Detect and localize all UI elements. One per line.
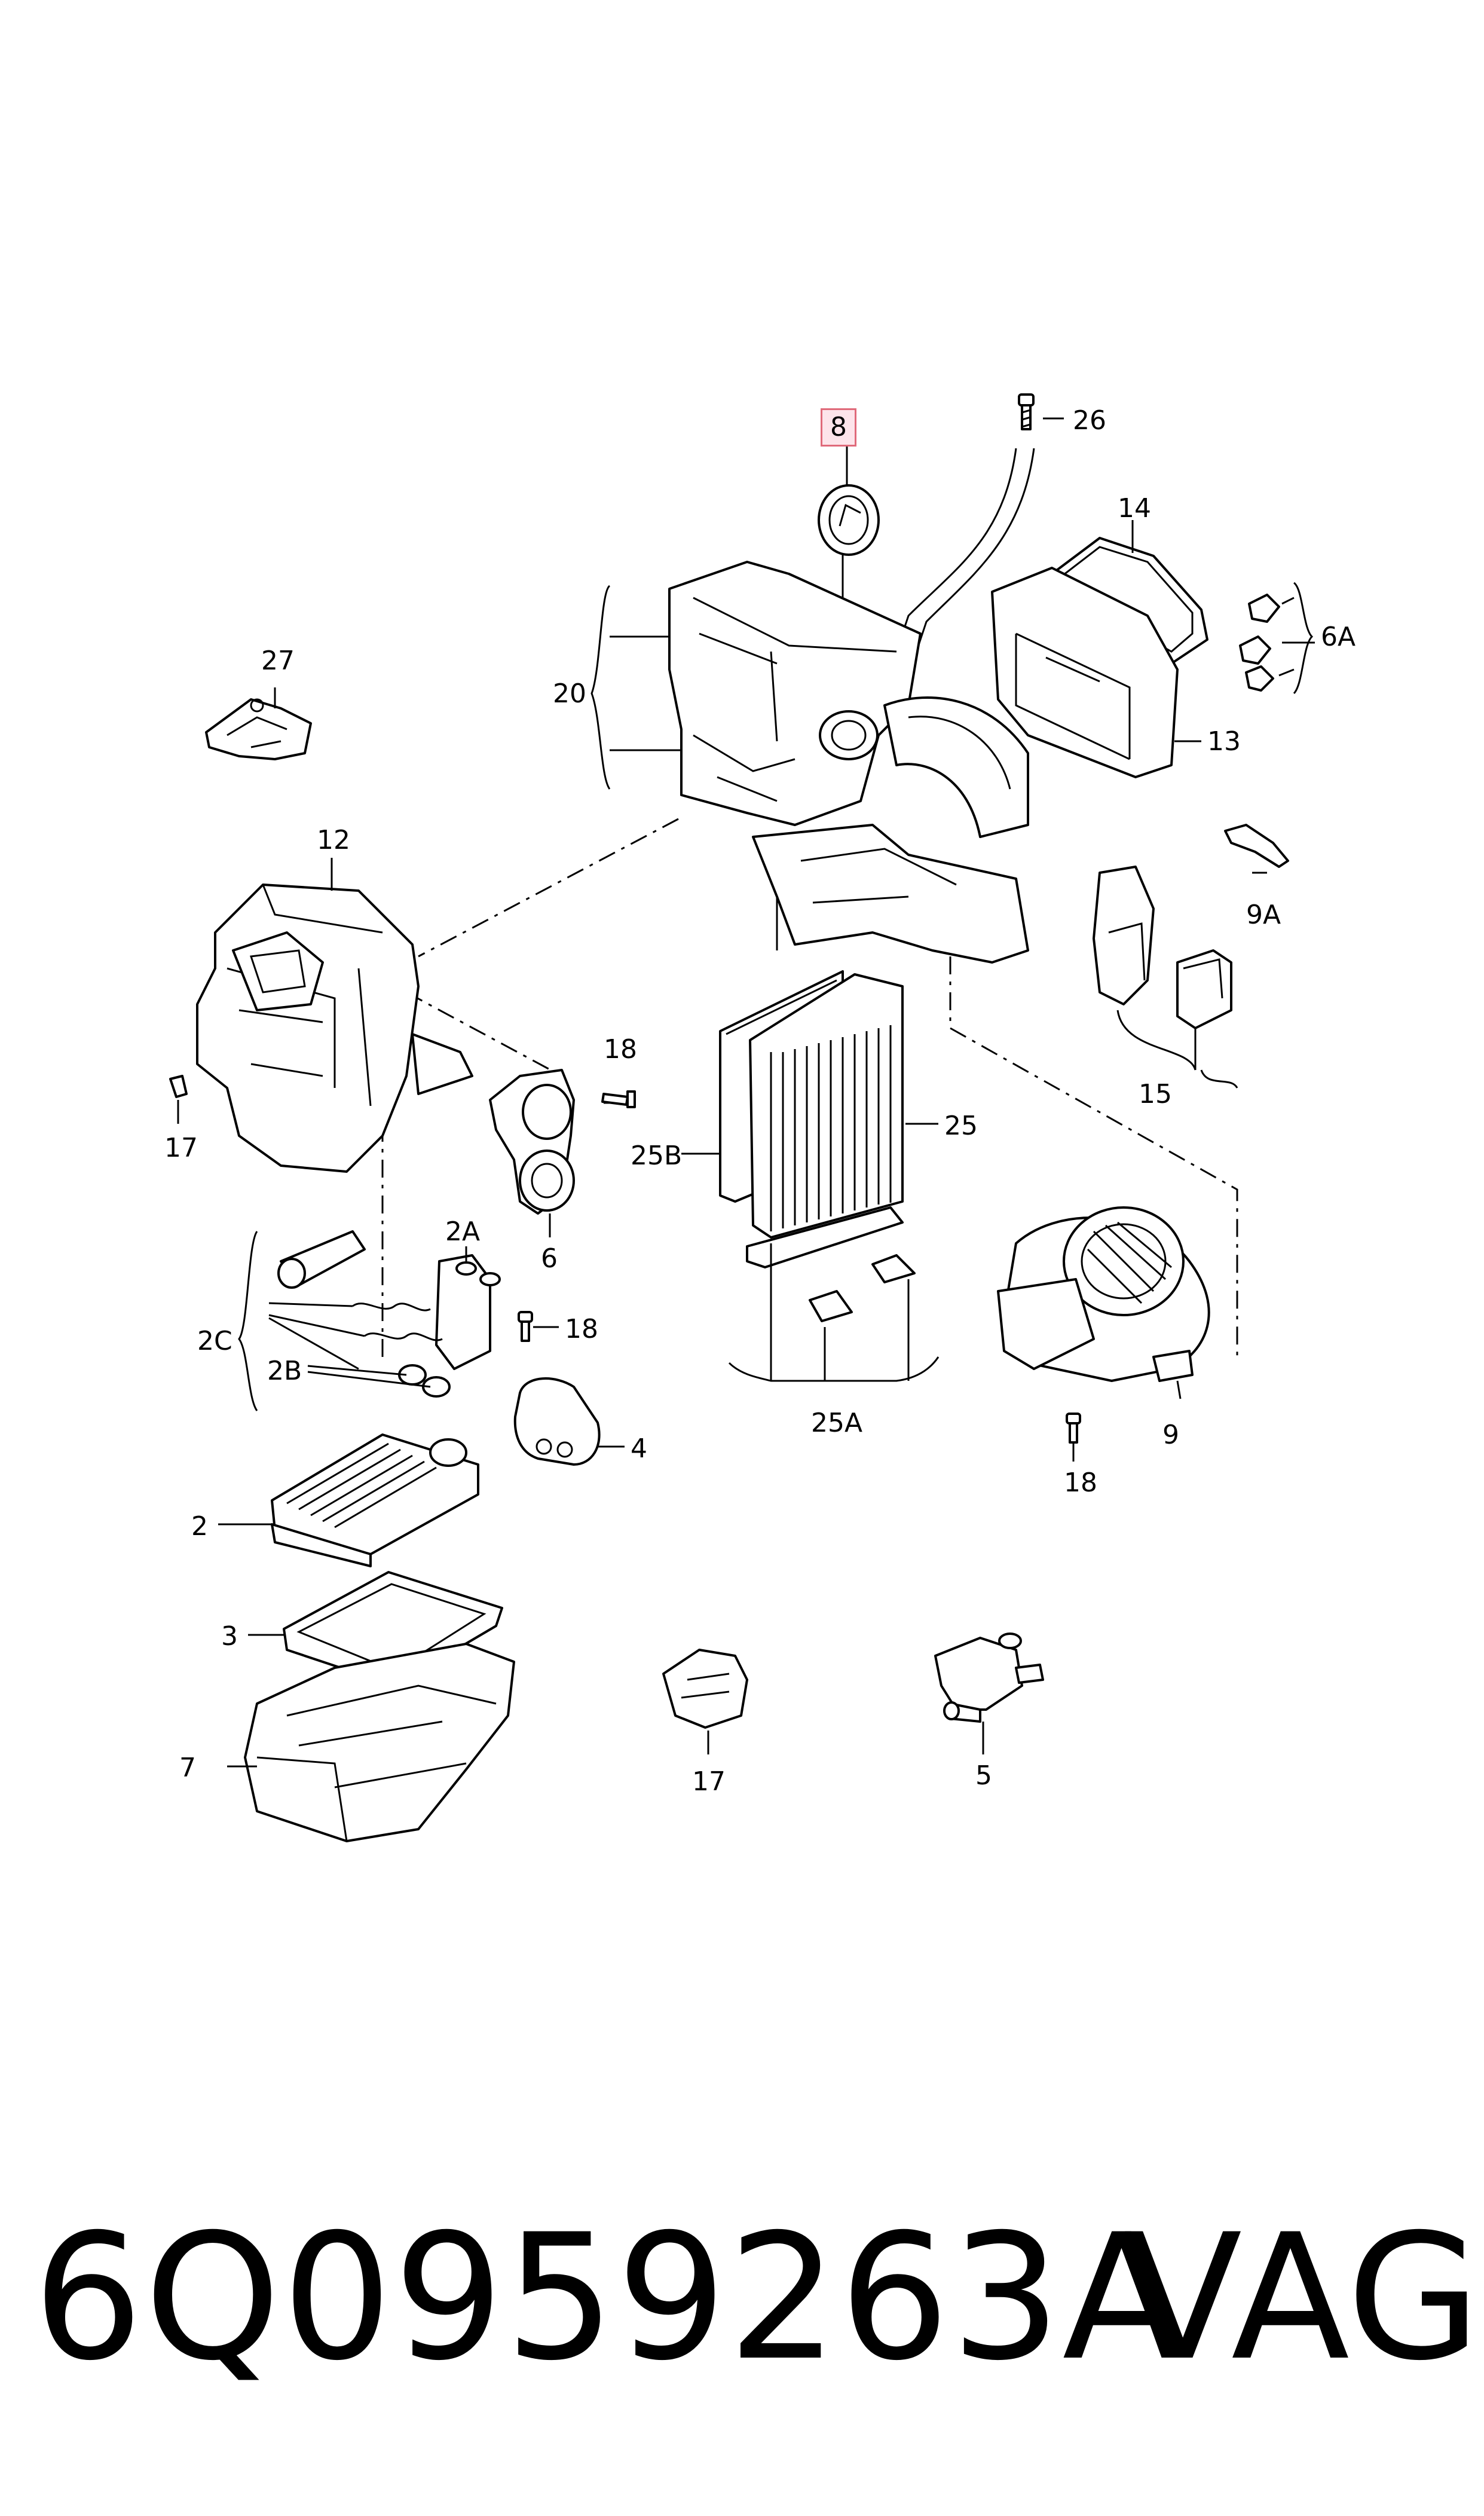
callout-27: 27 <box>261 646 295 676</box>
part-9A-bracket <box>1224 824 1289 868</box>
part-5-valve <box>934 1633 1044 1723</box>
callout-9: 9 <box>1162 1420 1179 1450</box>
part-3-evaporator <box>283 1571 503 1687</box>
part-number: 6Q0959263A <box>33 2197 1182 2399</box>
part-15-actuators <box>1093 866 1232 1029</box>
part-4-gasket <box>513 1377 601 1466</box>
part-25A-seals <box>746 1206 916 1322</box>
leader-lines <box>177 417 1315 1768</box>
callout-8-highlighted: 8 <box>830 412 847 442</box>
callout-3: 3 <box>221 1621 238 1652</box>
bowden-cable <box>889 448 1035 676</box>
callout-2C: 2C <box>197 1326 232 1356</box>
callout-25A: 25A <box>811 1408 862 1438</box>
part-6-flap-actuator <box>489 1069 575 1215</box>
callout-18-lower: 18 <box>1064 1468 1097 1498</box>
callout-20: 20 <box>553 678 586 709</box>
callout-13: 13 <box>1207 726 1241 757</box>
callout-25B: 25B <box>631 1141 682 1171</box>
callout-18-upper: 18 <box>604 1034 637 1065</box>
part-20-upper-housing <box>668 561 1029 838</box>
part-9-blower <box>997 1206 1210 1382</box>
callout-25: 25 <box>944 1111 978 1141</box>
callout-9A: 9A <box>1246 900 1281 930</box>
part-18-screw-b <box>518 1311 533 1342</box>
callout-2B: 2B <box>267 1356 302 1386</box>
brand-name: VAG <box>1124 2197 1481 2399</box>
part-12-heater-housing <box>196 883 473 1173</box>
callout-18-middle: 18 <box>565 1314 598 1344</box>
part-17-clip-lower <box>662 1649 748 1729</box>
part-27-bracket <box>205 698 312 760</box>
callout-12: 12 <box>317 825 350 855</box>
part-13-frame <box>991 567 1179 778</box>
callout-15: 15 <box>1139 1079 1172 1109</box>
callout-2A: 2A <box>445 1216 480 1247</box>
highlighted-callout-box <box>821 408 856 447</box>
part-6A-clips <box>1239 594 1280 692</box>
callout-7: 7 <box>179 1753 196 1783</box>
alignment-line-housing <box>418 818 679 958</box>
part-25-filter <box>749 973 904 1239</box>
callout-14: 14 <box>1118 493 1151 524</box>
alignment-line-blower <box>949 956 1238 1357</box>
callout-labels: 26 14 6A 13 20 27 12 9A 15 18 17 25B 25 … <box>164 405 1356 1797</box>
part-7-tray <box>244 1643 515 1842</box>
callout-17-upper: 17 <box>164 1133 198 1163</box>
callout-4: 4 <box>631 1433 647 1464</box>
callout-26: 26 <box>1073 405 1106 436</box>
part-26-screw <box>1018 393 1035 430</box>
callout-5: 5 <box>975 1760 992 1791</box>
callout-17-lower: 17 <box>692 1766 726 1797</box>
part-duct-lower <box>752 824 1029 964</box>
callout-6: 6 <box>541 1243 558 1274</box>
alignment-line-flap <box>406 991 562 1077</box>
callout-2: 2 <box>191 1511 208 1542</box>
part-18-screw-a <box>601 1090 636 1108</box>
part-17-clip-upper <box>169 1075 188 1098</box>
part-2-heat-exchanger <box>271 1433 479 1567</box>
part-18-screw-c <box>1066 1413 1081 1444</box>
callout-6A: 6A <box>1321 622 1356 652</box>
